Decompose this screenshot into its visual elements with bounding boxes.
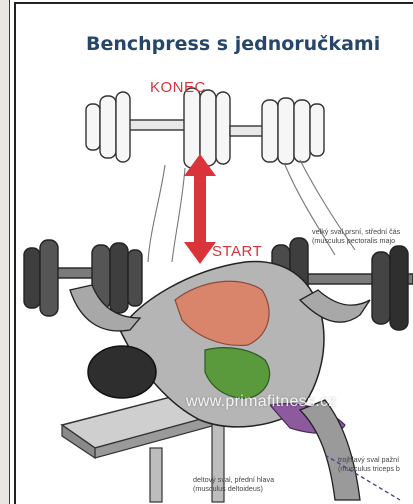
triceps-annotation: trojhlavý sval pažní (musculus triceps b	[338, 455, 400, 473]
end-position-label: KONEC	[150, 79, 206, 96]
deltoid-label-line2: (musculus deltoideus)	[193, 484, 274, 493]
start-position-label: START	[212, 243, 262, 260]
pectoralis-label-line2: (musculus pectoralis majo	[312, 236, 400, 245]
deltoid-label-line1: deltový sval, přední hlava	[193, 475, 274, 484]
pectoralis-label-line1: velký sval prsní, střední čás	[312, 227, 400, 236]
pectoralis-annotation: velký sval prsní, střední čás (musculus …	[312, 227, 400, 245]
athlete-head	[88, 346, 156, 398]
dumbbell-top-left	[86, 88, 230, 168]
deltoid-annotation: deltový sval, přední hlava (musculus del…	[193, 475, 274, 493]
watermark: www.primafitness.cz	[186, 393, 337, 411]
triceps-label-line2: (musculus triceps b	[338, 464, 400, 473]
triceps-label-line1: trojhlavý sval pažní	[338, 455, 400, 464]
page-title: Benchpress s jednoručkami	[86, 33, 380, 55]
dumbbell-top-right	[230, 98, 324, 164]
